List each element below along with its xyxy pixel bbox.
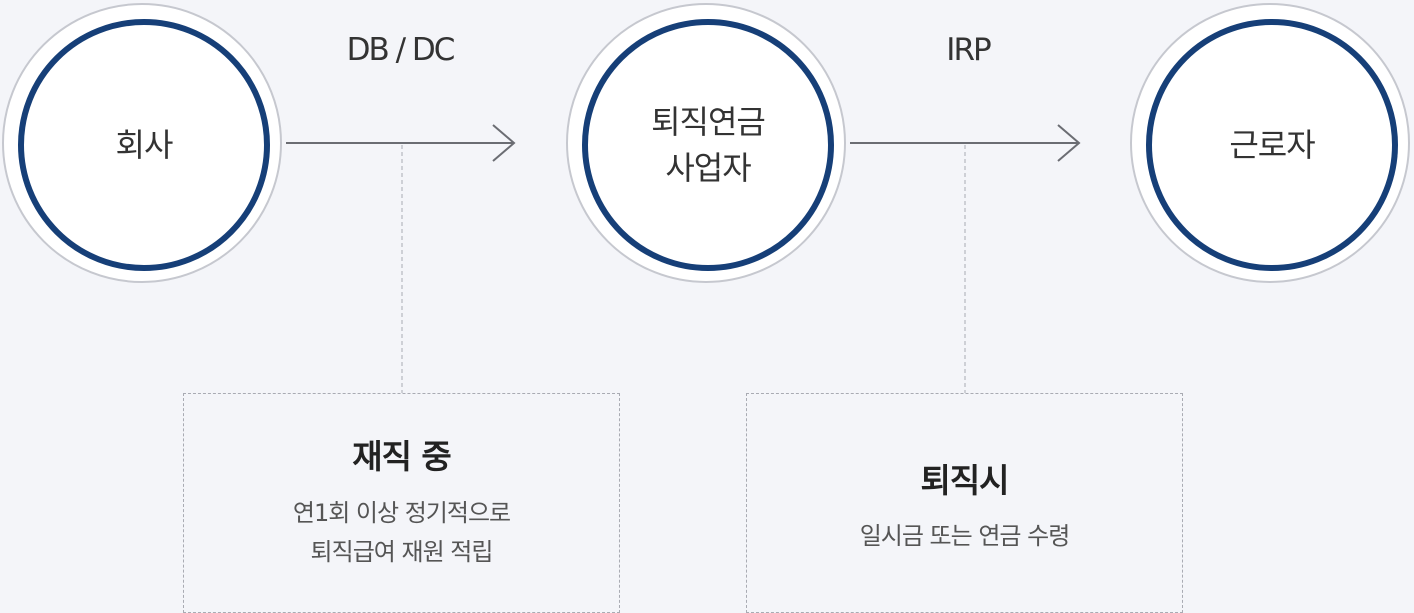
node-company: 회사: [2, 3, 282, 283]
box-retired: 퇴직시 일시금 또는 연금 수령: [746, 393, 1183, 613]
box-employed-desc: 연1회 이상 정기적으로 퇴직급여 재원 적립: [292, 499, 511, 566]
box-employed: 재직 중 연1회 이상 정기적으로 퇴직급여 재원 적립: [183, 393, 620, 613]
flow-label-db-dc: DB / DC: [346, 32, 456, 68]
flow-label-irp: IRP: [946, 32, 991, 68]
box-retired-desc: 일시금 또는 연금 수령: [859, 522, 1071, 550]
node-worker-ring: 근로자: [1146, 19, 1398, 271]
node-worker: 근로자: [1130, 3, 1410, 283]
node-provider-label: 퇴직연금 사업자: [651, 103, 766, 187]
node-worker-label: 근로자: [1229, 126, 1315, 164]
box-retired-title: 퇴직시: [920, 461, 1009, 500]
node-company-label: 회사: [115, 126, 174, 164]
node-company-ring: 회사: [18, 19, 270, 271]
node-provider: 퇴직연금 사업자: [566, 3, 846, 283]
arrowhead-company-provider: [492, 124, 516, 162]
arrowhead-provider-worker: [1057, 124, 1081, 162]
box-employed-title: 재직 중: [352, 437, 452, 476]
node-provider-ring: 퇴직연금 사업자: [582, 19, 834, 271]
